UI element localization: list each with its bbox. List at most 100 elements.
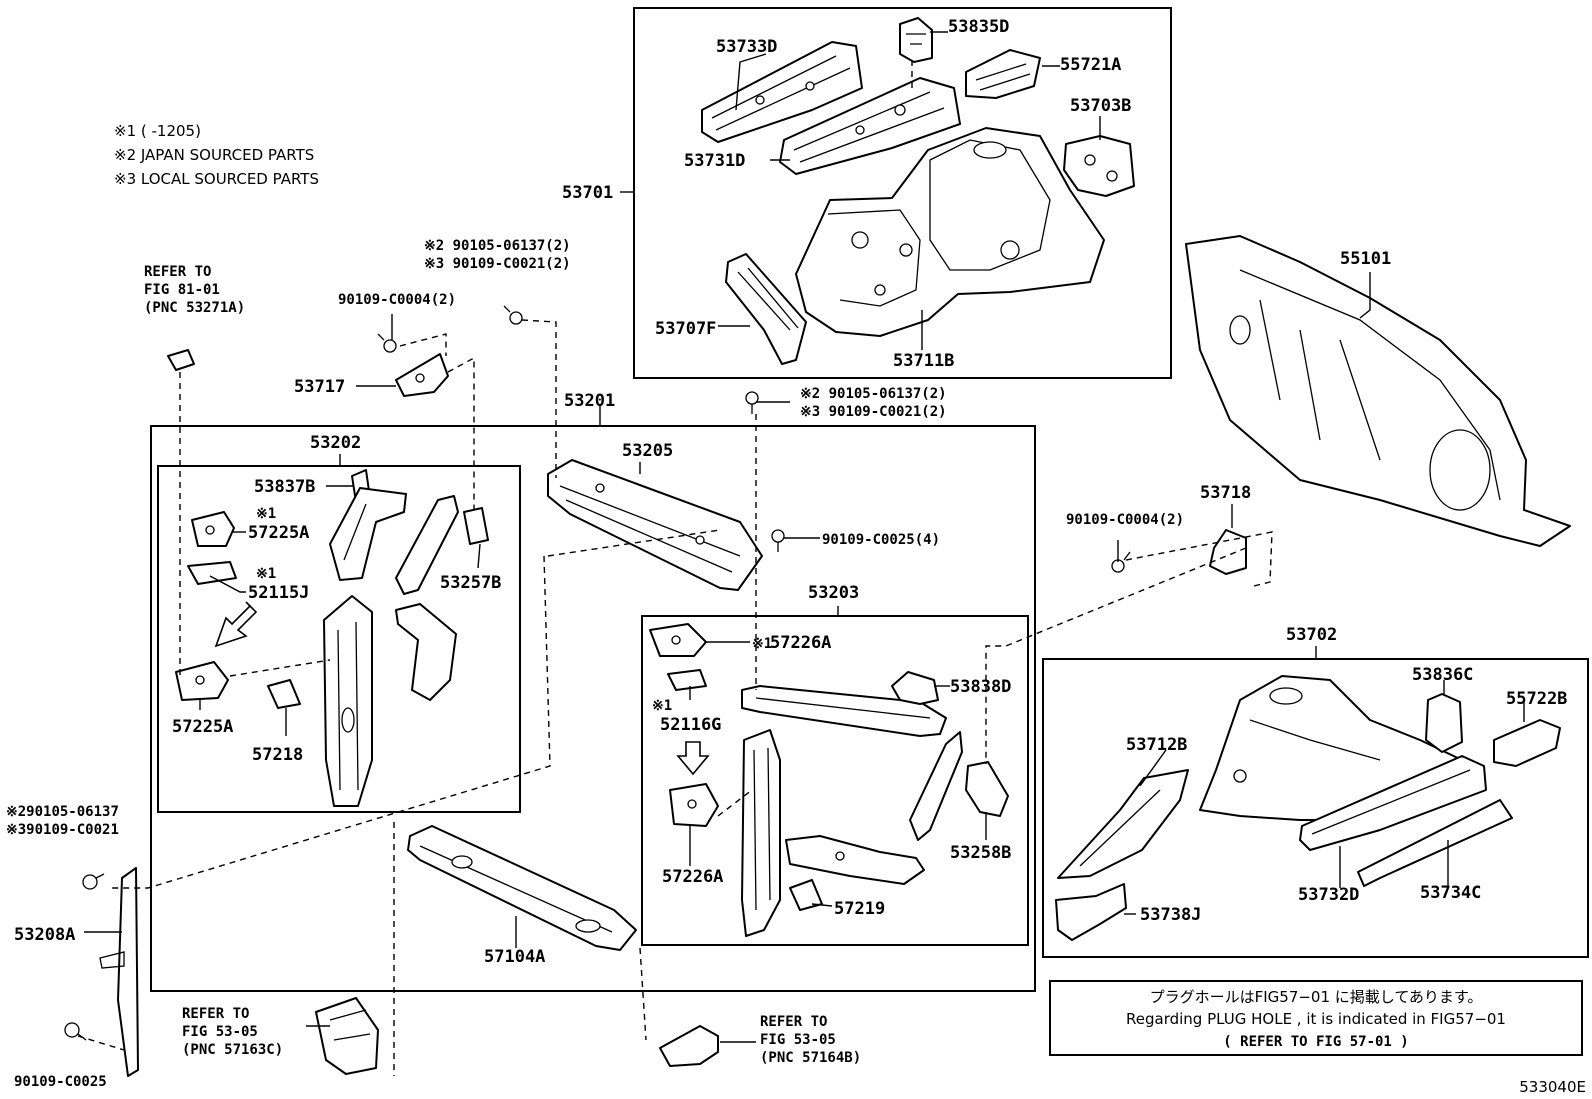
part-57226A-bottom-drawing bbox=[669, 783, 719, 827]
bolt-top-left-line1: ※2 90105-06137(2) bbox=[424, 238, 571, 254]
label-55722B: 55722B bbox=[1506, 689, 1567, 709]
label-55721A: 55721A bbox=[1060, 55, 1121, 75]
label-53702: 53702 bbox=[1286, 625, 1337, 645]
bolt-top-left-line2: ※3 90109-C0021(2) bbox=[424, 256, 571, 272]
refer-fig53a-line1: REFER TO bbox=[182, 1006, 249, 1022]
part-53717-drawing bbox=[395, 353, 449, 397]
part-53205-drawing bbox=[547, 459, 763, 591]
part-57225A-bottom-drawing bbox=[175, 661, 229, 701]
label-57219: 57219 bbox=[834, 899, 885, 919]
label-53836C: 53836C bbox=[1412, 665, 1473, 685]
part-53208A-drawing bbox=[99, 867, 139, 1077]
label-57226A-top: 57226A bbox=[770, 633, 831, 653]
label-53717: 53717 bbox=[294, 377, 345, 397]
plug-hole-notice-box bbox=[1049, 980, 1583, 1056]
label-53731D: 53731D bbox=[684, 151, 745, 171]
refer-fig53b-line1: REFER TO bbox=[760, 1014, 827, 1030]
label-53711B: 53711B bbox=[893, 351, 954, 371]
part-53203-lower-support-drawing bbox=[785, 835, 925, 885]
part-53202-lower-support-drawing bbox=[395, 603, 457, 701]
label-53712B: 53712B bbox=[1126, 735, 1187, 755]
part-53703B-drawing bbox=[1063, 135, 1135, 197]
part-53203-bracket-drawing bbox=[909, 731, 963, 841]
label-53203: 53203 bbox=[808, 583, 859, 603]
part-55722B-drawing bbox=[1493, 719, 1561, 767]
part-53707F-drawing bbox=[725, 253, 807, 365]
label-57225A-bottom: 57225A bbox=[172, 717, 233, 737]
plug-hole-line-en: Regarding PLUG HOLE , it is indicated in… bbox=[1126, 1010, 1506, 1028]
part-53257B-drawing bbox=[463, 507, 489, 545]
part-fig53-05-right-drawing bbox=[659, 1025, 719, 1067]
dashed-assembly-lines bbox=[77, 60, 1273, 1076]
note-1: ※1 ( -1205) bbox=[114, 122, 201, 140]
part-53203-crossbar-drawing bbox=[741, 685, 947, 737]
bolt-drawings bbox=[64, 305, 1131, 1041]
plug-hole-line-jp: プラグホールはFIG57−01 に掲載してあります。 bbox=[1150, 988, 1483, 1006]
refer-fig53a-line3: (PNC 57163C) bbox=[182, 1042, 283, 1058]
diagram-code: 533040E bbox=[1519, 1078, 1586, 1096]
part-57219-drawing bbox=[789, 879, 823, 911]
part-53732D-drawing bbox=[1299, 755, 1487, 851]
label-90109-C0025-4: 90109-C0025(4) bbox=[822, 532, 940, 548]
note-3: ※3 LOCAL SOURCED PARTS bbox=[114, 170, 319, 188]
marker-52115J: ※1 bbox=[256, 566, 276, 582]
label-53701: 53701 bbox=[562, 183, 613, 203]
plug-hole-line-refer: ( REFER TO FIG 57-01 ) bbox=[1223, 1034, 1408, 1050]
part-53733D-drawing bbox=[701, 41, 863, 143]
bolt-center-line1: ※2 90105-06137(2) bbox=[800, 386, 947, 402]
marker-57225A: ※1 bbox=[256, 506, 276, 522]
refer-fig81-line2: FIG 81-01 bbox=[144, 282, 220, 298]
direction-arrow-right-box bbox=[676, 741, 710, 776]
part-53712B-drawing bbox=[1057, 769, 1189, 879]
label-53838D: 53838D bbox=[950, 677, 1011, 697]
refer-fig53b-line2: FIG 53-05 bbox=[760, 1032, 836, 1048]
label-90109-C0004-top: 90109-C0004(2) bbox=[338, 292, 456, 308]
refer-fig81-line3: (PNC 53271A) bbox=[144, 300, 245, 316]
part-57225A-top-drawing bbox=[191, 511, 235, 547]
part-55101-drawing bbox=[1185, 235, 1571, 547]
label-90109-C0004-right: 90109-C0004(2) bbox=[1066, 512, 1184, 528]
group-box-53202 bbox=[157, 465, 521, 813]
label-53718: 53718 bbox=[1200, 483, 1251, 503]
part-53738J-drawing bbox=[1055, 883, 1127, 941]
part-53836C-drawing bbox=[1425, 693, 1463, 753]
part-53718-drawing bbox=[1209, 529, 1247, 575]
label-53257B: 53257B bbox=[440, 573, 501, 593]
part-57104A-drawing bbox=[407, 825, 637, 951]
label-57225A-top: 57225A bbox=[248, 523, 309, 543]
part-55721A-drawing bbox=[965, 49, 1041, 99]
label-53732D: 53732D bbox=[1298, 885, 1359, 905]
part-52115J-drawing bbox=[187, 561, 237, 585]
label-53202: 53202 bbox=[310, 433, 361, 453]
part-53202-upper-pillar-drawing bbox=[329, 487, 407, 581]
label-57226A-bottom: 57226A bbox=[662, 867, 723, 887]
label-53835D: 53835D bbox=[948, 17, 1009, 37]
group-box-53201 bbox=[150, 425, 1036, 992]
refer-fig81-line1: REFER TO bbox=[144, 264, 211, 280]
label-55101: 55101 bbox=[1340, 249, 1391, 269]
part-53734C-drawing bbox=[1357, 799, 1513, 887]
label-53703B: 53703B bbox=[1070, 96, 1131, 116]
label-53738J: 53738J bbox=[1140, 905, 1201, 925]
label-53707F: 53707F bbox=[655, 319, 716, 339]
part-57218-drawing bbox=[267, 679, 301, 709]
bolt-center-line2: ※3 90109-C0021(2) bbox=[800, 404, 947, 420]
part-53731D-drawing bbox=[779, 77, 961, 175]
part-53203-pillar-drawing bbox=[741, 729, 781, 937]
label-53733D: 53733D bbox=[716, 37, 777, 57]
label-53208A: 53208A bbox=[14, 925, 75, 945]
part-53202-pillar-drawing bbox=[323, 595, 373, 807]
part-52116G-drawing bbox=[667, 669, 707, 691]
direction-arrow-left bbox=[214, 601, 258, 648]
marker-52116G: ※1 bbox=[652, 698, 672, 714]
bolt-left-line1: ※290105-06137 bbox=[6, 804, 119, 820]
label-90109-C0025: 90109-C0025 bbox=[14, 1074, 107, 1090]
refer-fig53a-line2: FIG 53-05 bbox=[182, 1024, 258, 1040]
label-53734C: 53734C bbox=[1420, 883, 1481, 903]
label-53205: 53205 bbox=[622, 441, 673, 461]
note-2: ※2 JAPAN SOURCED PARTS bbox=[114, 146, 314, 164]
label-52115J: 52115J bbox=[248, 583, 309, 603]
bolt-left-line2: ※390109-C0021 bbox=[6, 822, 119, 838]
marker-57226A: ※1 bbox=[752, 636, 772, 652]
